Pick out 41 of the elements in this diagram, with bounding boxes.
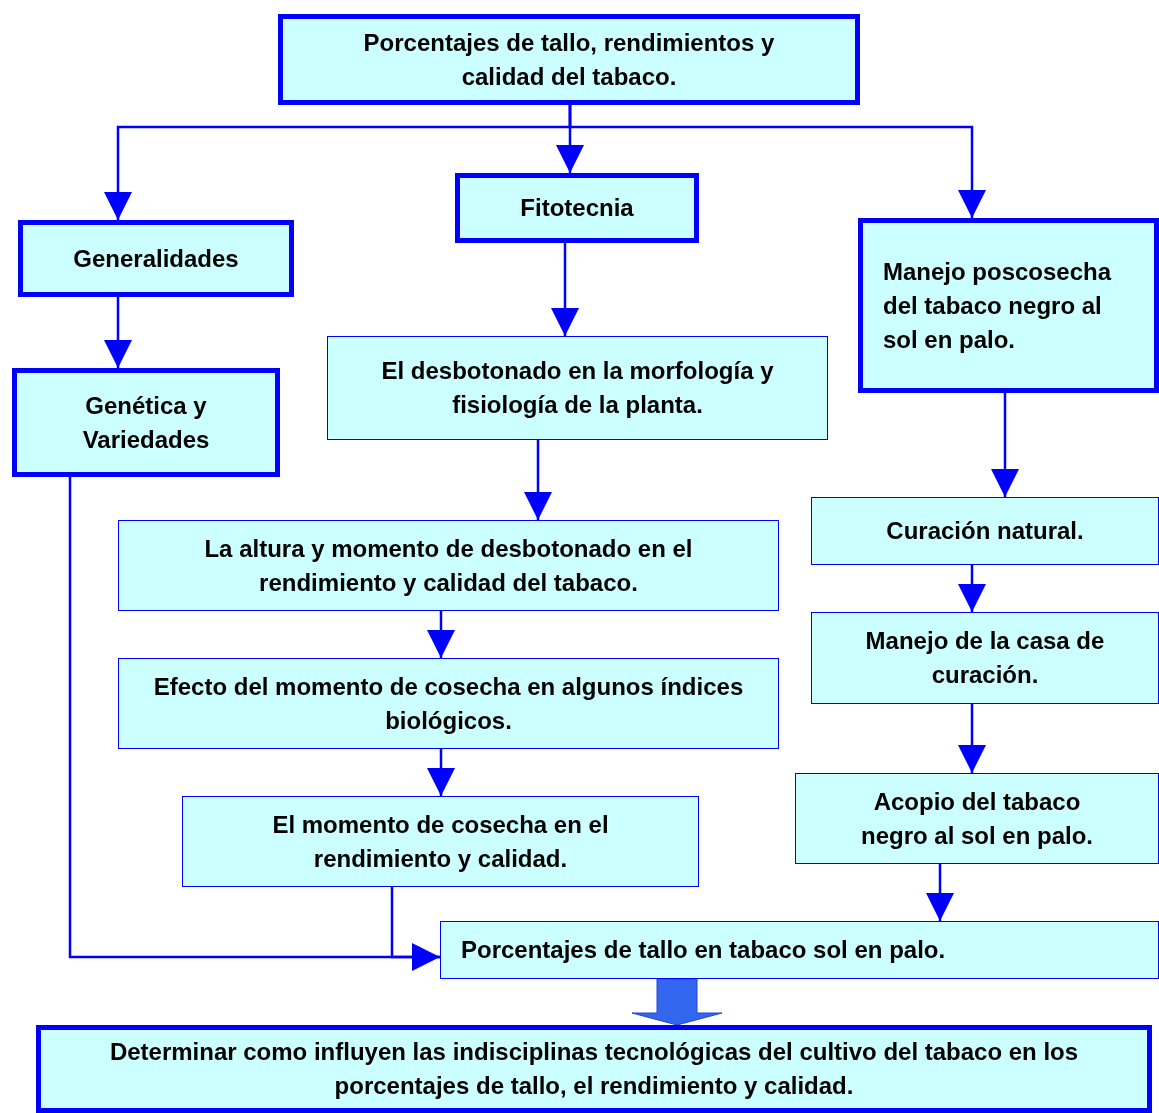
arrow <box>958 565 986 612</box>
arrow <box>958 704 986 773</box>
box-text: El desbotonado en la morfología y fisiología de la planta. <box>380 356 775 420</box>
box-text: Genética y Variedades <box>81 390 211 455</box>
arrow <box>427 749 455 796</box>
process-box <box>795 773 1159 864</box>
process-box <box>327 336 828 440</box>
process-box <box>455 173 699 243</box>
box-text: Determinar como influyen las indisciplinas tecnológicas del cultivo del tabaco en los porcentajes de tallo, el rendimiento y calidad. <box>108 1037 1080 1101</box>
box-text: Acopio del tabaco negro al sol en palo. <box>859 786 1094 851</box>
process-box <box>858 218 1159 393</box>
arrow <box>104 297 132 368</box>
box-text: Efecto del momento de cosecha en algunos índices biológicos. <box>152 671 745 736</box>
arrow <box>568 105 986 218</box>
box-text: Manejo poscosecha del tabaco negro al sol en palo. <box>883 256 1113 355</box>
process-box <box>811 497 1159 565</box>
arrow <box>390 887 440 971</box>
process-box <box>118 658 779 749</box>
box-text: El momento de cosecha en el rendimiento y calidad. <box>271 809 610 874</box>
arrow <box>427 611 455 658</box>
box-text: Manejo de la casa de curación. <box>864 626 1106 690</box>
process-box <box>18 220 294 297</box>
process-box <box>182 796 699 887</box>
process-box <box>118 520 779 611</box>
box-text: Porcentajes de tallo en tabaco sol en palo. <box>461 935 946 965</box>
arrow <box>991 393 1019 497</box>
box-text: Fitotecnia <box>520 193 634 223</box>
process-box <box>12 368 280 477</box>
box-text: Curación natural. <box>886 516 1084 546</box>
process-box <box>440 921 1159 979</box>
arrow <box>524 440 552 520</box>
connector-line <box>68 477 440 959</box>
arrow <box>926 864 954 921</box>
process-box <box>36 1025 1152 1113</box>
process-box <box>811 612 1159 704</box>
arrow <box>551 243 579 336</box>
box-text: Generalidades <box>73 243 239 274</box>
box-text: La altura y momento de desbotonado en el rendimiento y calidad del tabaco. <box>203 533 694 598</box>
process-box <box>278 14 860 105</box>
box-text: Porcentajes de tallo, rendimientos y calidad del tabaco. <box>362 27 776 92</box>
block-arrow <box>631 978 723 1026</box>
